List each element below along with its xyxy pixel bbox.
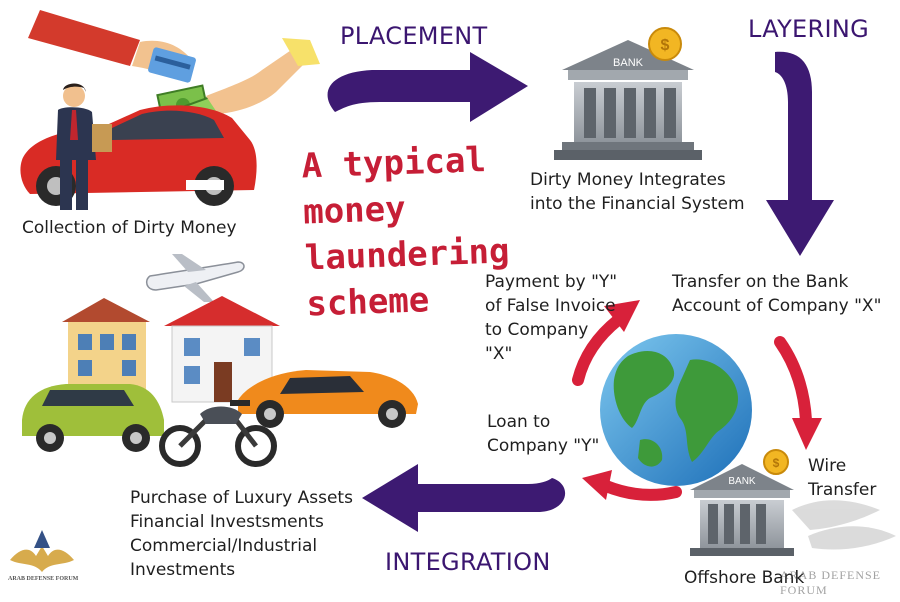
forum-logo-text: ARAB DEFENSE FORUM (8, 576, 79, 582)
forum-watermark-text: ARAB DEFENSE FORUM (780, 568, 882, 597)
forum-logo-icon (10, 530, 74, 572)
label-payment-y: Payment by "Y" of False Invoice to Compa… (485, 272, 618, 364)
bank-sign: BANK (613, 57, 644, 69)
label-collection: Collection of Dirty Money (22, 218, 237, 238)
coin-icon-offshore: $ (763, 449, 789, 475)
motorcycle-icon (159, 400, 277, 467)
stage-placement: PLACEMENT (340, 22, 488, 50)
businessman-icon (56, 83, 112, 210)
stage-integration: INTEGRATION (385, 548, 551, 576)
label-offshore-bank: Offshore Bank (684, 568, 805, 588)
airplane-icon (145, 254, 245, 302)
layering-arrow (766, 51, 834, 256)
cycle-arrow-bottom (582, 470, 682, 501)
cycle-arrow-right (774, 336, 822, 450)
svg-text:$: $ (773, 456, 780, 470)
label-assets: Purchase of Luxury Assets Financial Inve… (130, 488, 353, 580)
car-icon-green (22, 384, 164, 452)
label-wire-transfer: Wire Transfer (808, 456, 877, 500)
coin-icon: $ (648, 27, 682, 61)
svg-text:$: $ (661, 37, 670, 54)
label-transfer-x: Transfer on the Bank Account of Company … (672, 272, 882, 316)
integration-arrow (362, 464, 566, 532)
offshore-bank-sign: BANK (728, 476, 756, 487)
diagram-headline: A typical money laundering scheme (300, 140, 511, 325)
bank-icon (554, 40, 702, 160)
stage-layering: LAYERING (748, 15, 870, 43)
placement-arrow (327, 52, 528, 122)
offshore-bank-icon (690, 464, 794, 556)
label-loan-y: Loan to Company "Y" (487, 412, 600, 456)
car-icon-orange (238, 370, 418, 428)
cycle-arrow-up (572, 300, 640, 386)
car-icon (20, 105, 257, 206)
globe-icon (600, 334, 752, 486)
hand-card-icon (28, 10, 196, 83)
watermark-wing-icon (792, 500, 896, 550)
label-integrates: Dirty Money Integrates into the Financia… (530, 170, 745, 214)
